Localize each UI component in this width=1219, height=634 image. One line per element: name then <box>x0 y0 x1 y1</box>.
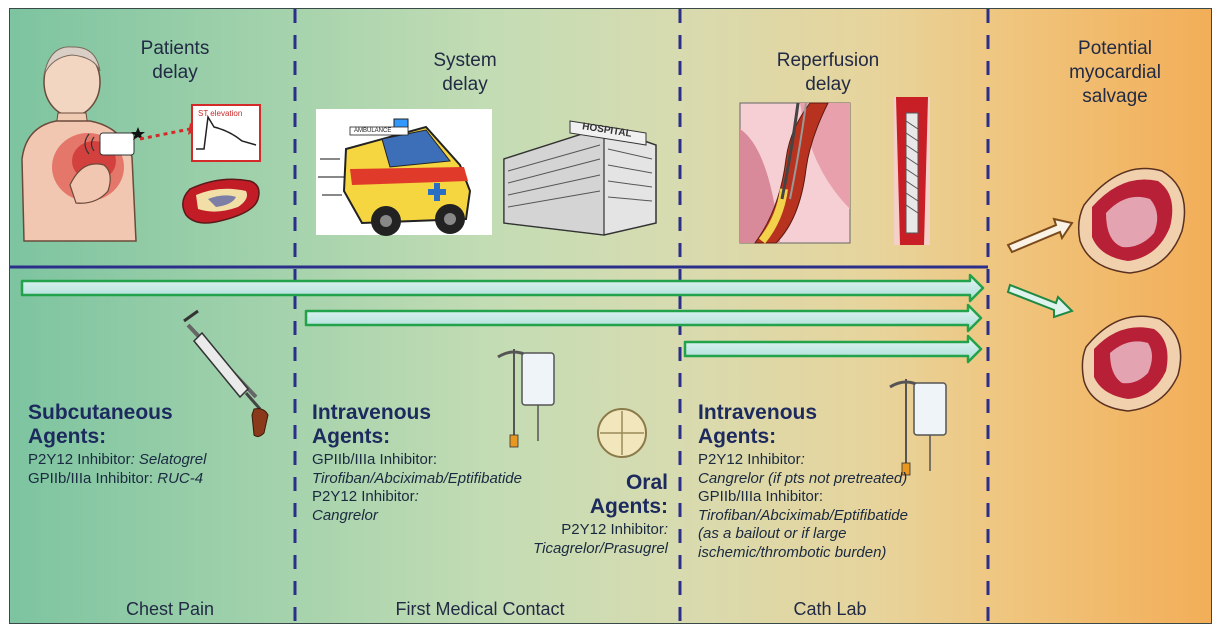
catheter-illustration <box>739 102 851 244</box>
oral-line1: P2Y12 Inhibitor: <box>561 521 668 538</box>
hospital-illustration <box>503 120 657 236</box>
subcutaneous-block: Subcutaneous Agents: P2Y12 Inhibitor: Se… <box>28 401 290 488</box>
iv-bag-illustration-1 <box>497 349 555 448</box>
header-patients-line1: Patients <box>140 38 210 59</box>
subcutaneous-title-line2: Agents: <box>28 425 107 448</box>
tablet-illustration <box>597 408 647 458</box>
subcutaneous-title-line1: Subcutaneous <box>28 401 173 424</box>
intravenous-cath-title-line2: Agents: <box>698 425 777 448</box>
intravenous-cath-line5: (as a bailout or if large <box>698 525 847 542</box>
intravenous-fmc-line4: Cangrelor <box>312 506 378 524</box>
intravenous-cath-line3: GPIIb/IIIa Inhibitor: <box>698 488 824 505</box>
ecg-label: ST elevation <box>198 109 243 118</box>
intravenous-cath-line4: Tirofiban/Abciximab/Eptifibatide <box>698 506 908 524</box>
artery-plaque <box>182 178 260 224</box>
header-patients-line2: delay <box>152 62 198 83</box>
header-myocardial-salvage: Potential myocardial salvage <box>1040 37 1190 109</box>
footer-chest-pain: Chest Pain <box>125 599 215 619</box>
header-reperfusion-line1: Reperfusion <box>776 50 880 71</box>
salvage-arrow-1 <box>1006 217 1074 254</box>
subcutaneous-line1-label: P2Y12 Inhibitor <box>28 451 131 468</box>
diagram-artwork <box>10 9 1186 623</box>
patient-illustration <box>21 46 145 242</box>
heart-salvage-large <box>1077 167 1186 274</box>
iv-bag-illustration-2 <box>889 379 947 476</box>
diagram-frame: ST elevation AMBULANCE HOSPITAL Patients… <box>9 8 1212 624</box>
oral-title-line2: Agents: <box>589 495 668 518</box>
intravenous-cath-line2: Cangrelor (if pts not pretreated) <box>698 469 908 487</box>
header-system-line2: delay <box>442 74 488 95</box>
intravenous-fmc-block: Intravenous Agents: GPIIb/IIIa Inhibitor… <box>312 401 592 525</box>
intravenous-fmc-title-line1: Intravenous <box>312 401 432 424</box>
oral-line1-text: P2Y12 Inhibitor <box>561 521 664 538</box>
arrow-cath-lab <box>683 334 983 364</box>
intravenous-fmc-line1: GPIIb/IIIa Inhibitor: <box>312 451 438 468</box>
oral-line2: Ticagrelor/Prasugrel <box>533 539 668 557</box>
subcutaneous-line2-label: GPIIb/IIIa Inhibitor: <box>28 469 158 487</box>
ecg-card <box>139 104 261 162</box>
intravenous-cath-line1: P2Y12 Inhibitor: <box>698 451 805 468</box>
arrow-first-contact <box>304 303 983 333</box>
header-reperfusion-line2: delay <box>805 74 851 95</box>
intravenous-cath-line6: ischemic/thrombotic burden) <box>698 543 887 561</box>
header-system-line1: System <box>433 50 497 71</box>
intravenous-cath-line1-text: P2Y12 Inhibitor <box>698 451 801 468</box>
footer-first-medical-contact: First Medical Contact <box>395 599 565 619</box>
header-patients-delay: Patients delay <box>90 37 260 85</box>
intravenous-cath-block: Intravenous Agents: P2Y12 Inhibitor: Can… <box>698 401 984 562</box>
header-salvage-line3: salvage <box>1082 86 1148 107</box>
heart-salvage-small <box>1081 315 1182 412</box>
intravenous-cath-title-line1: Intravenous <box>698 401 818 424</box>
subcutaneous-line2: GPIIb/IIIa Inhibitor: RUC-4 <box>28 470 290 489</box>
header-salvage-line1: Potential <box>1078 38 1152 59</box>
ambulance-illustration <box>316 109 492 236</box>
header-system-delay: System delay <box>390 49 540 97</box>
oral-block: Oral Agents: P2Y12 Inhibitor: Ticagrelor… <box>498 471 668 558</box>
subcutaneous-line2-value: RUC-4 <box>157 469 204 487</box>
intravenous-fmc-line3: P2Y12 Inhibitor: <box>312 488 419 505</box>
stent-illustration <box>894 97 930 245</box>
footer-cath-lab: Cath Lab <box>793 599 867 619</box>
header-reperfusion-delay: Reperfusion delay <box>748 49 908 97</box>
intravenous-fmc-line2: Tirofiban/Abciximab/Eptifibatide <box>312 469 522 487</box>
subcutaneous-line1: P2Y12 Inhibitor: Selatogrel <box>28 451 207 468</box>
header-salvage-line2: myocardial <box>1069 62 1161 83</box>
salvage-arrow-2 <box>1006 283 1074 319</box>
syringe-illustration <box>183 309 269 438</box>
subcutaneous-line1-value: Selatogrel <box>138 451 207 468</box>
arrow-chest-pain <box>20 273 985 303</box>
intravenous-fmc-title-line2: Agents: <box>312 425 391 448</box>
timeline-arrows <box>20 273 985 364</box>
ambulance-label: AMBULANCE <box>354 128 392 134</box>
intravenous-fmc-line3-text: P2Y12 Inhibitor <box>312 488 415 505</box>
oral-title-line1: Oral <box>625 471 668 494</box>
